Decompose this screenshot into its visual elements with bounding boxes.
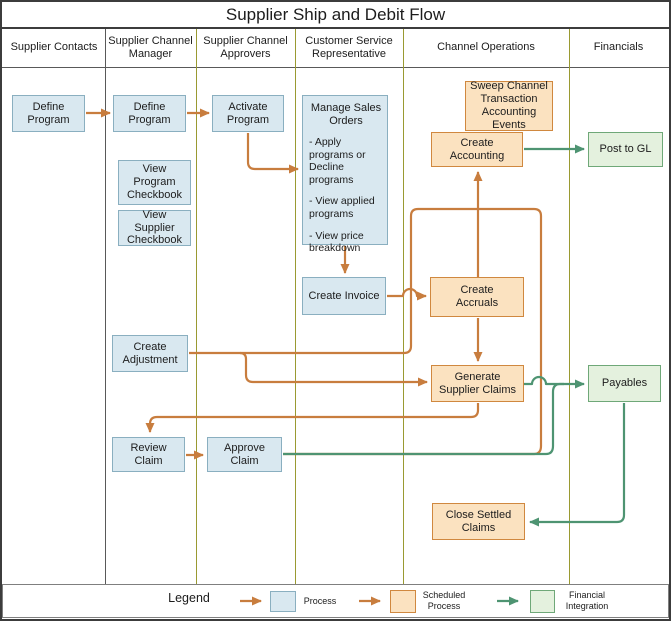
- lane-divider-3: [295, 29, 296, 585]
- process-swatch-icon: [270, 591, 296, 612]
- bullet-view-price-breakdown: - View price breakdown: [309, 229, 364, 255]
- box-label: View Program Checkbook: [126, 163, 183, 201]
- legend-label-process: Process: [303, 596, 337, 606]
- box-label: Manage Sales Orders: [310, 102, 382, 127]
- view-supplier-checkbook-box: View Supplier Checkbook: [118, 208, 191, 247]
- box-label: Post to GL: [599, 143, 652, 156]
- sweep-channel-transaction-accounting-events-box: Sweep Channel Transaction Accounting Eve…: [465, 80, 553, 131]
- box-label: Activate Program: [226, 100, 270, 126]
- box-label: Close Settled Claims: [445, 508, 512, 534]
- lane-header-supplier-contacts: Supplier Contacts: [10, 41, 98, 54]
- legend-title: Legend: [168, 591, 210, 605]
- bullet-view-applied-programs: - View applied programs: [309, 195, 375, 220]
- manage-sales-orders-box: Manage Sales Orders - Apply programs or …: [302, 95, 388, 254]
- legend-label-scheduled-process: Scheduled Process: [422, 590, 466, 612]
- activate-program-box: Activate Program: [212, 95, 284, 132]
- post-to-gl-box: Post to GL: [588, 132, 663, 167]
- lane-divider-4: [403, 29, 404, 585]
- view-program-checkbook-box: View Program Checkbook: [118, 160, 191, 205]
- lane-header-channel-operations: Channel Operations: [437, 41, 535, 54]
- box-label: Sweep Channel Transaction Accounting Eve…: [470, 80, 548, 131]
- create-adjustment-box: Create Adjustment: [112, 335, 188, 372]
- lane-header-financials: Financials: [593, 41, 644, 54]
- process-arrow-icon: [240, 596, 262, 606]
- bullet-apply-programs: - Apply programs or Decline programs: [309, 135, 366, 186]
- diagram-title: Supplier Ship and Debit Flow: [2, 2, 669, 29]
- box-label: Create Invoice: [308, 289, 380, 302]
- define-program-channel-manager-box: Define Program: [113, 95, 186, 132]
- box-label: Create Accruals: [455, 284, 499, 309]
- lane-divider-1: [105, 29, 106, 585]
- box-label: Create Accounting: [449, 136, 505, 162]
- close-settled-claims-box: Close Settled Claims: [432, 503, 525, 540]
- generate-supplier-claims-box: Generate Supplier Claims: [431, 365, 524, 402]
- box-label: Payables: [601, 377, 648, 390]
- create-accruals-box: Create Accruals: [430, 277, 524, 317]
- financial-integration-arrow-icon: [497, 596, 519, 606]
- scheduled-process-arrow-icon: [359, 596, 381, 606]
- box-label: Define Program: [128, 100, 171, 126]
- payables-box: Payables: [588, 365, 661, 402]
- scheduled-process-swatch-icon: [390, 590, 416, 613]
- lane-header-supplier-channel-manager: Supplier Channel Manager: [108, 34, 193, 60]
- legend-label-financial-integration: Financial Integration: [565, 590, 609, 612]
- create-accounting-box: Create Accounting: [431, 132, 523, 167]
- lane-divider-5: [569, 29, 570, 585]
- lane-divider-2: [196, 29, 197, 585]
- box-label: Define Program: [27, 100, 70, 126]
- lane-header-supplier-channel-approvers: Supplier Channel Approvers: [203, 34, 288, 60]
- legend: Legend Process Scheduled Process Financi…: [2, 584, 669, 618]
- approve-claim-box: Approve Claim: [207, 437, 282, 472]
- financial-integration-swatch-icon: [530, 590, 555, 613]
- review-claim-box: Review Claim: [112, 437, 185, 472]
- box-label: Generate Supplier Claims: [438, 370, 517, 396]
- lane-header-customer-service-representative: Customer Service Representative: [305, 34, 393, 60]
- box-label: Approve Claim: [224, 441, 265, 467]
- box-label: Review Claim: [130, 441, 167, 467]
- header-divider: [2, 67, 669, 68]
- create-invoice-box: Create Invoice: [302, 277, 386, 315]
- define-program-supplier-contacts-box: Define Program: [12, 95, 85, 132]
- box-label: View Supplier Checkbook: [126, 208, 183, 247]
- box-label: Create Adjustment: [122, 340, 178, 366]
